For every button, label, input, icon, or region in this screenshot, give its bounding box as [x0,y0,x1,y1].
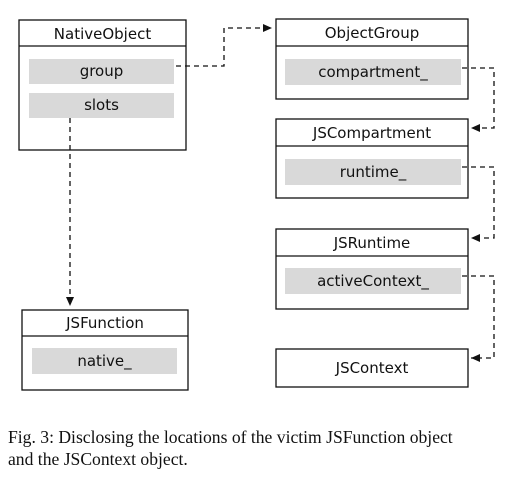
js-context-title: JSContext [335,359,409,377]
js-runtime-title: JSRuntime [333,234,411,252]
native-field [32,348,177,374]
pointer-diagram: NativeObject group slots ObjectGroup com… [18,18,495,391]
group-to-object-group-arrow [176,24,272,67]
js-function-box: JSFunction native_ [21,309,189,391]
native-object-title: NativeObject [54,25,152,43]
object-group-title: ObjectGroup [325,24,420,42]
compartment-field-label: compartment_ [318,63,428,82]
caption-line-1: Fig. 3: Disclosing the locations of the … [8,427,453,447]
slots-field [29,93,174,118]
compartment-field [285,59,461,85]
js-function-title: JSFunction [65,314,144,332]
js-runtime-box: JSRuntime activeContext_ [275,228,469,310]
active-context-to-js-context-arrow [462,275,495,362]
group-field [29,59,174,84]
js-context-box: JSContext [275,348,469,388]
native-object-box: NativeObject group slots [18,19,187,151]
js-compartment-box: JSCompartment runtime_ [275,118,469,199]
active-context-field [285,268,461,294]
active-context-field-label: activeContext_ [317,272,429,291]
slots-field-label: slots [84,96,119,114]
js-compartment-title: JSCompartment [312,124,431,142]
native-field-label: native_ [77,352,132,371]
compartment-to-js-compartment-arrow [462,67,495,132]
group-field-label: group [80,62,124,80]
runtime-to-js-runtime-arrow [462,166,495,242]
runtime-field-label: runtime_ [340,163,407,182]
object-group-box: ObjectGroup compartment_ [275,18,469,100]
caption-line-2: and the JSContext object. [8,449,188,469]
figure-caption: Fig. 3: Disclosing the locations of the … [8,426,514,470]
runtime-field [285,159,461,185]
